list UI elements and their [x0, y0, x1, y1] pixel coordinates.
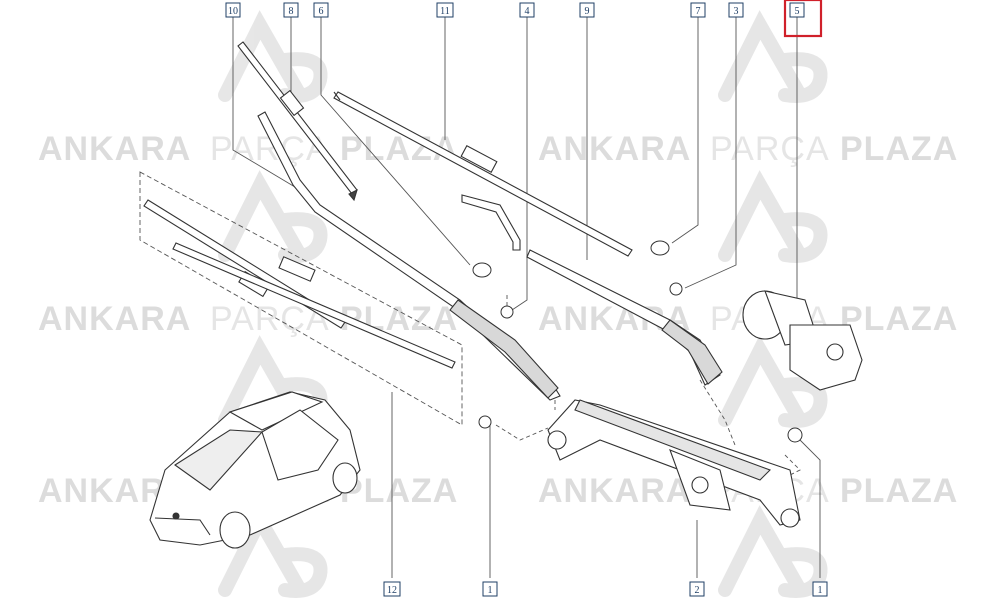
- callout-11[interactable]: 11: [436, 2, 454, 18]
- svg-text:PLAZA: PLAZA: [340, 472, 458, 510]
- cap-7: [650, 240, 670, 256]
- svg-text:ANKARA: ANKARA: [38, 300, 191, 338]
- nut-4: [500, 305, 514, 319]
- svg-text:PLAZA: PLAZA: [340, 300, 458, 338]
- svg-text:ANKARA: ANKARA: [538, 130, 691, 168]
- callout-12[interactable]: 12: [383, 581, 401, 597]
- svg-text:1: 1: [488, 585, 493, 596]
- svg-text:ANKARA: ANKARA: [38, 130, 191, 168]
- svg-text:2: 2: [695, 585, 700, 596]
- callout-1-right[interactable]: 1: [812, 581, 828, 597]
- svg-text:PLAZA: PLAZA: [840, 472, 958, 510]
- svg-text:11: 11: [440, 6, 450, 17]
- highlight-box-5: [783, 0, 823, 38]
- svg-text:12: 12: [387, 585, 397, 596]
- svg-text:4: 4: [525, 6, 530, 17]
- leader-10: [232, 17, 301, 191]
- svg-text:3: 3: [734, 6, 739, 17]
- svg-text:PLAZA: PLAZA: [840, 300, 958, 338]
- svg-text:10: 10: [228, 6, 238, 17]
- linkage-2: [547, 399, 801, 528]
- leader-3: [684, 17, 737, 289]
- wiper-blade-11: [333, 91, 633, 257]
- callout-4[interactable]: 4: [519, 2, 535, 18]
- svg-text:1: 1: [818, 585, 823, 596]
- wiper-arm-9: [461, 194, 723, 386]
- leader-lines: [232, 17, 821, 578]
- svg-text:7: 7: [696, 6, 701, 17]
- bolt-1a: [478, 415, 492, 429]
- leader-1b: [799, 439, 821, 578]
- wiper-blades-12: [143, 199, 456, 369]
- leader-dash-1: [495, 424, 549, 441]
- callout-3[interactable]: 3: [728, 2, 744, 18]
- car-illustration: [149, 391, 361, 549]
- caps-and-nuts: [472, 240, 803, 443]
- cap-6: [472, 262, 492, 278]
- svg-text:6: 6: [319, 6, 324, 17]
- group-box-12: [139, 171, 463, 426]
- callout-9[interactable]: 9: [579, 2, 595, 18]
- callout-10[interactable]: 10: [225, 2, 241, 18]
- wiper-motor-5: [742, 290, 863, 391]
- wiper-arm-10: [257, 111, 561, 401]
- callout-5[interactable]: 5: [789, 2, 805, 18]
- callout-7[interactable]: 7: [690, 2, 706, 18]
- svg-text:8: 8: [289, 6, 294, 17]
- leader-7: [671, 17, 699, 244]
- svg-text:9: 9: [585, 6, 590, 17]
- leader-dash-3: [699, 379, 736, 446]
- callout-8[interactable]: 8: [283, 2, 299, 18]
- callout-1-left[interactable]: 1: [482, 581, 498, 597]
- svg-text:PLAZA: PLAZA: [840, 130, 958, 168]
- nut-3: [669, 282, 683, 296]
- watermark-row-1: ANKARA PARÇA PLAZA ANKARA PARÇA PLAZA: [38, 130, 958, 168]
- svg-text:5: 5: [795, 6, 800, 17]
- callout-6[interactable]: 6: [313, 2, 329, 18]
- leader-4: [511, 17, 528, 311]
- svg-text:ANKARA: ANKARA: [538, 472, 691, 510]
- leader-6: [320, 17, 471, 266]
- bolt-1b: [787, 427, 803, 443]
- wiper-blade-8: [237, 41, 358, 202]
- svg-text:PARÇA: PARÇA: [710, 130, 830, 168]
- callout-2[interactable]: 2: [689, 581, 705, 597]
